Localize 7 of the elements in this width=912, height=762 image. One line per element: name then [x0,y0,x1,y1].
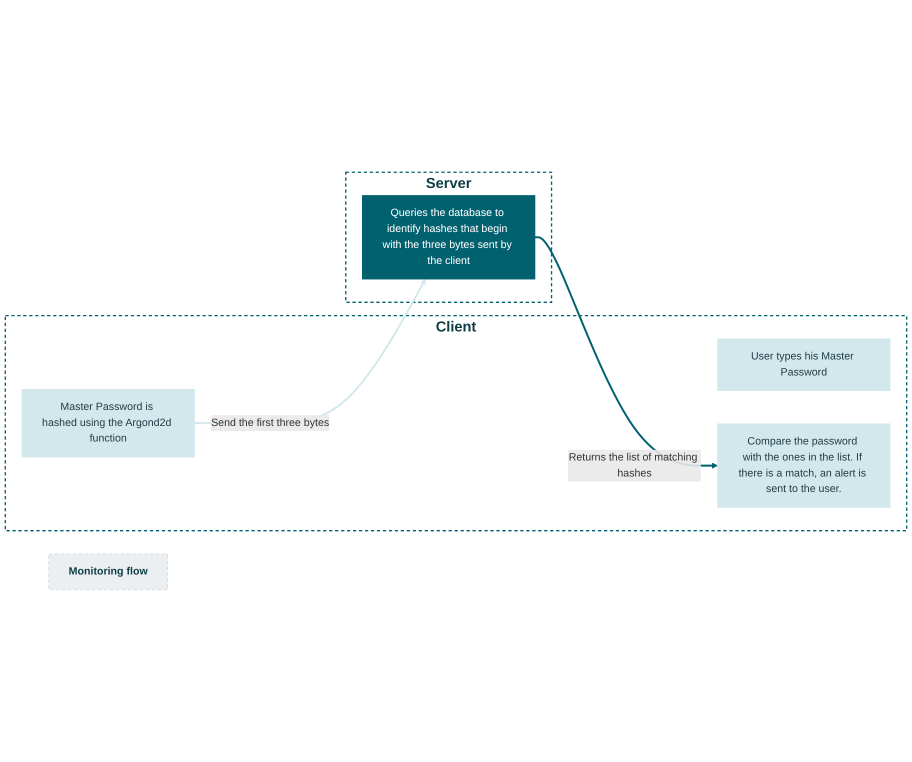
node-box: Monitoring flow [48,554,168,590]
edge-label: Send the first three bytes [211,417,330,428]
node-box: Compare the password with the ones in the list. If there is a match, an alert is sent to the user. [717,423,890,508]
edge-label: Returns the list of matching hashes [568,452,698,479]
node-box: User types his Master Password [717,338,890,391]
node-box: Queries the database to identify hashes that begin with the three bytes sent by the client [362,195,536,280]
node-box: Master Password is hashed using the Argond2d function [22,388,195,458]
